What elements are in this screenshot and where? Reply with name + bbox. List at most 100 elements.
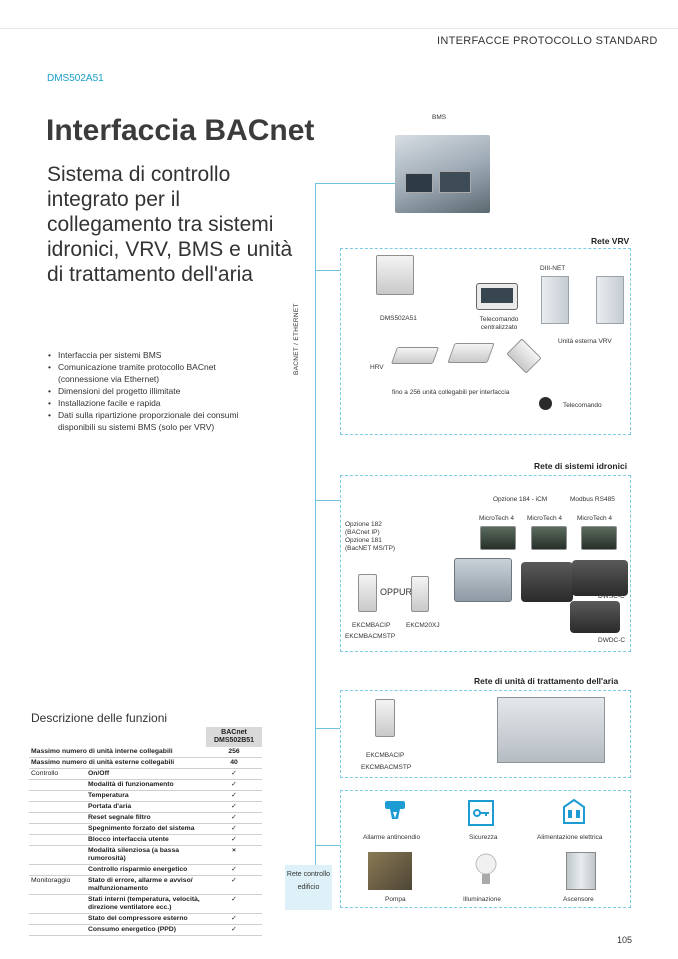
building-network-label: Rete controllo edificio [285,865,332,910]
bus-to-ahu-line [315,728,340,729]
modbus-label: Modbus RS485 [570,496,615,503]
row-value: ✓ [206,875,262,895]
row-value: ✓ [206,768,262,780]
row-group [29,924,86,936]
row-item: Modalità di funzionamento [85,779,207,791]
pump-label: Pompa [385,896,406,903]
row-value: ✓ [206,801,262,813]
security-icon [468,800,494,826]
vrv-note: fino a 256 unità collegabili per interfa… [392,389,510,396]
row-group: Monitoraggio [29,875,86,895]
bms-label: BMS [432,114,447,121]
row-item: Stato del compressore esterno [85,913,207,925]
central-remote-label: Telecomando centralizzato [479,316,519,331]
table-row: Spegnimento forzato del sistema✓ [29,823,262,835]
vrv-network-box [340,248,631,435]
row-item: Reset segnale filtro [85,812,207,824]
table-column-header: BACnet DMS502B51 [206,727,262,747]
dms502a51-device [376,255,414,295]
power-supply-label: Alimentazione elettrica [537,834,603,841]
fire-alarm-label: Allarme antincendio [363,834,421,841]
row-value: ✓ [206,790,262,802]
microtech-controller [531,526,567,550]
table-row: Modalità silenziosa (a bassa rumorosità)… [29,845,262,865]
section-header: INTERFACCE PROTOCOLLO STANDARD [437,35,658,47]
model-code: DMS502A51 [47,73,104,84]
building-network-box [340,790,631,908]
vrv-outdoor-unit [596,276,624,324]
row-label: Massimo numero di unità esterne collegab… [29,757,207,769]
ethernet-bus-line [315,183,316,873]
row-group [29,894,86,914]
header-rule [0,28,678,29]
oppure-label: OPPURE [380,587,419,597]
row-item: Modalità silenziosa (a bassa rumorosità) [85,845,207,865]
row-group [29,823,86,835]
dms-label: DMS502A51 [380,315,417,322]
row-group [29,812,86,824]
outdoor-unit-label: Unità esterna VRV [558,338,612,345]
table-row: Stato del compressore esterno✓ [29,913,262,925]
feature-item: Comunicazione tramite protocollo BACnet … [48,361,268,385]
dwsc-label: DWSC-C [598,593,625,600]
ahu-network-box [340,690,631,778]
table-row: Reset segnale filtro✓ [29,812,262,824]
security-label: Sicurezza [469,834,498,841]
row-group [29,913,86,925]
feature-item: Installazione facile e rapida [48,397,268,409]
hydronic-network-title: Rete di sistemi idronici [534,461,628,471]
functions-table-body: Massimo numero di unità interne collegab… [29,747,262,936]
ekcm20xj-label: EKCM20XJ [406,622,440,629]
page-title: Interfaccia BACnet [46,114,315,147]
hydronic-network-box [340,475,631,652]
ekcmbacip-module [358,574,377,612]
bus-to-building-line [315,845,340,846]
vrv-outdoor-unit [541,276,569,324]
bms-photo [395,135,490,213]
row-item: Stato di errore, allarme e avviso/ malfu… [85,875,207,895]
chiller-unit [454,558,512,602]
lighting-label: Illuminazione [463,896,501,903]
feature-list: Interfaccia per sistemi BMS Comunicazion… [48,349,268,433]
ahu-controller-module [375,699,395,737]
remote-controller-icon [539,397,552,410]
row-value: 256 [206,747,262,758]
microtech-label: MicroTech 4 [527,515,563,522]
table-row: Portata d'aria✓ [29,801,262,813]
elevator-photo [566,852,596,890]
row-value: ✓ [206,864,262,876]
microtech-label: MicroTech 4 [479,515,515,522]
row-item: On/Off [85,768,207,780]
option184-label: Opzione 184 - iCM [493,496,548,503]
central-remote-device [476,283,518,310]
row-value: ✓ [206,913,262,925]
hrv-unit [390,347,440,364]
row-item: Consumo energetico (PPD) [85,924,207,936]
row-value: ✓ [206,894,262,914]
ekcmbacip-label: EKCMBACIP [352,622,391,629]
table-row: Temperatura✓ [29,790,262,802]
table-row: Consumo energetico (PPD)✓ [29,924,262,936]
row-group [29,845,86,865]
row-value: ✓ [206,924,262,936]
elevator-label: Ascensore [563,896,594,903]
bacnet-options-label: Opzione 182 (BACnet IP) Opzione 181 (Bac… [345,521,396,552]
bus-to-hydronic-line [315,500,340,501]
table-row: Controllo risparmio energetico✓ [29,864,262,876]
ahu-network-title: Rete di unità di trattamento dell'aria [474,676,619,686]
row-group [29,864,86,876]
ahu-ekcmbacip-label: EKCMBACIP [366,752,405,759]
pump-photo [368,852,412,890]
table-row: Massimo numero di unità interne collegab… [29,747,262,758]
row-value: ✓ [206,779,262,791]
row-group [29,834,86,846]
bus-to-vrv-line [315,270,340,271]
ekcmbacmstp-label: EKCMBACMSTP [345,633,396,640]
air-handling-unit [497,697,605,763]
light-bulb-icon [475,853,497,884]
remote-label: Telecomando [563,402,602,409]
vrv-network-title: Rete VRV [591,236,630,246]
ahu-ekcmbacmstp-label: EKCMBACMSTP [361,764,412,771]
